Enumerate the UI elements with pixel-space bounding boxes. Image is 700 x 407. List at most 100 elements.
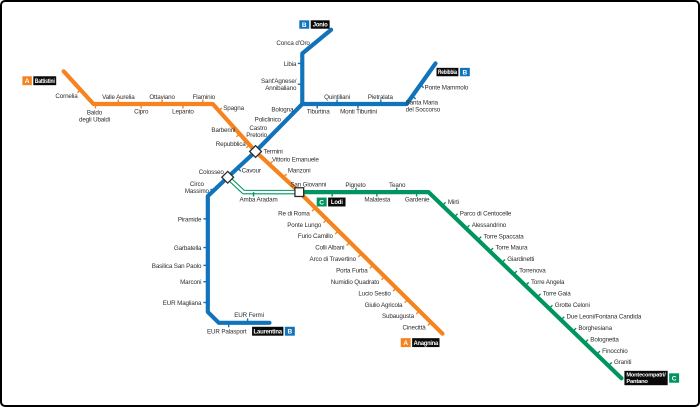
station-label-graniti: Graniti xyxy=(614,359,631,366)
line-a xyxy=(61,69,445,336)
station-tick-alessandrino xyxy=(465,224,470,229)
station-tick-bologna xyxy=(298,103,303,108)
line-badge-letter-rebibbia: B xyxy=(462,69,467,76)
station-tick-torre-angela xyxy=(524,281,530,287)
station-label-conca-d-oro: Conca d'Oro xyxy=(276,40,310,47)
station-tick-cornelia xyxy=(76,89,82,94)
station-tick-bolognetta xyxy=(584,339,589,344)
station-label-finocchio: Finocchio xyxy=(602,348,628,355)
terminus-box-anagnina xyxy=(412,338,440,348)
station-tick-manzoni xyxy=(282,173,288,178)
station-label-cipro: Cipro xyxy=(134,108,149,115)
line-badge-montecompatri-pantano xyxy=(669,373,680,383)
station-label-colli-albani: Colli Albani xyxy=(315,245,344,252)
terminus-label-battistini: Battistini xyxy=(35,79,55,85)
station-tick-santa-maria-del-soccorso xyxy=(411,95,417,100)
station-tick-graniti xyxy=(608,362,613,367)
station-tick-lucio-sestio xyxy=(392,287,397,292)
station-label-monti-tiburtini: Monti Tiburtini xyxy=(340,108,377,115)
line-badge-jonio xyxy=(299,20,310,29)
station-tick-spagna xyxy=(218,107,223,112)
station-label-manzoni: Manzoni xyxy=(288,167,311,174)
station-label-garbatella: Garbatella xyxy=(174,245,202,252)
line-c-construction-core xyxy=(226,176,301,194)
line-badge-battistini xyxy=(22,76,32,86)
station-tick-giardinetti xyxy=(501,259,506,264)
station-tick-conca-d-oro xyxy=(311,42,316,47)
station-tick-torre-gaia xyxy=(536,293,541,298)
station-label-piramide: Piramide xyxy=(178,216,202,223)
station-label-barberini: Barberini xyxy=(211,127,235,134)
station-label-pietralata: Pietralata xyxy=(368,94,394,101)
terminus-box-lodi xyxy=(328,197,346,207)
station-tick-porta-furba xyxy=(369,264,374,269)
station-label-lepanto: Lepanto xyxy=(172,108,194,115)
line-badge-lodi xyxy=(316,197,327,207)
station-tick-torrenova xyxy=(513,270,518,275)
station-label-cinecitt: Cinecittà xyxy=(403,325,427,332)
station-label-ottaviano: Ottaviano xyxy=(149,94,175,101)
terminus-box-rebibbia xyxy=(436,67,459,77)
terminus-box-laurentina xyxy=(252,326,284,336)
station-label-cornelia: Cornelia xyxy=(55,93,78,100)
station-tick-ponte-lungo xyxy=(323,218,328,224)
station-label-pigneto: Pigneto xyxy=(345,182,366,189)
line-badge-letter-jonio: B xyxy=(302,22,307,29)
terminus-label-lodi: Lodi xyxy=(331,200,343,206)
terminus-box-jonio xyxy=(310,20,330,29)
station-label-quintiliani: Quintiliani xyxy=(324,94,350,101)
station-label-eur-palasport: EUR Palasport xyxy=(207,329,247,336)
station-tick-subaugusta xyxy=(415,310,420,315)
line-badge-laurentina xyxy=(284,326,295,336)
line-badge-letter-battistini: A xyxy=(25,78,30,85)
line-b1 xyxy=(300,27,334,107)
terminus-label-montecompatri-pantano-line-2: Pantano xyxy=(626,379,648,385)
terminus-label-montecompatri-pantano-line-1: Montecompatri/ xyxy=(626,373,666,379)
station-label-eur-magliana: EUR Magliana xyxy=(163,300,202,307)
interchange-label-colosseo: Colosseo xyxy=(199,169,225,176)
station-label-mirti: Mirti xyxy=(448,199,459,206)
station-label-flaminio: Flaminio xyxy=(193,94,216,101)
interchange-marker-san-giovanni xyxy=(294,187,305,198)
station-label-malatesta: Malatesta xyxy=(364,197,390,204)
station-label-teano: Teano xyxy=(389,182,406,189)
station-label-re-di-roma: Re di Roma xyxy=(278,210,310,217)
station-tick-grotte-celoni xyxy=(548,304,553,309)
station-label-subaugusta: Subaugusta xyxy=(382,313,415,320)
station-label-eur-fermi: EUR Fermi xyxy=(234,312,264,319)
station-label-basilica-san-paolo: Basilica San Paolo xyxy=(152,263,202,270)
station-tick-colli-albani xyxy=(346,241,351,246)
station-tick-numidio-quadrato xyxy=(381,276,386,281)
station-label-torre-angela: Torre Angela xyxy=(531,279,565,286)
station-tick-castro-pretorio xyxy=(269,132,274,137)
station-tick-barberini xyxy=(235,133,241,138)
station-label-torre-maura: Torre Maura xyxy=(495,245,528,252)
station-label-torre-spaccata: Torre Spaccata xyxy=(484,233,525,240)
station-label-grotte-celoni: Grotte Celoni xyxy=(555,302,590,309)
line-badge-letter-anagnina: A xyxy=(403,340,408,347)
line-badge-letter-montecompatri-pantano: C xyxy=(672,375,677,382)
station-label-spagna: Spagna xyxy=(223,105,244,112)
station-tick-parco-di-centocelle xyxy=(453,213,458,218)
station-tick-repubblica xyxy=(245,144,251,149)
station-label-porta-furba: Porta Furba xyxy=(336,267,368,274)
station-tick-policlinico xyxy=(284,117,289,122)
station-label-tiburtina: Tiburtina xyxy=(307,108,330,115)
station-tick-torre-spaccata xyxy=(477,236,482,241)
terminus-box-battistini xyxy=(33,76,57,86)
station-tick-finocchio xyxy=(596,350,601,355)
station-tick-re-di-roma xyxy=(311,207,316,212)
station-tick-cinecitt xyxy=(427,321,432,326)
terminus-box-montecompatri-pantano xyxy=(624,370,668,386)
station-label-ponte-mammolo: Ponte Mammolo xyxy=(425,85,469,92)
station-label-ponte-lungo: Ponte Lungo xyxy=(287,222,322,229)
line-badge-letter-laurentina: B xyxy=(287,329,292,336)
station-label-libia: Libia xyxy=(284,61,297,68)
line-badge-rebibbia xyxy=(459,67,470,77)
station-label-arco-di-travertino: Arco di Travertino xyxy=(310,256,357,263)
